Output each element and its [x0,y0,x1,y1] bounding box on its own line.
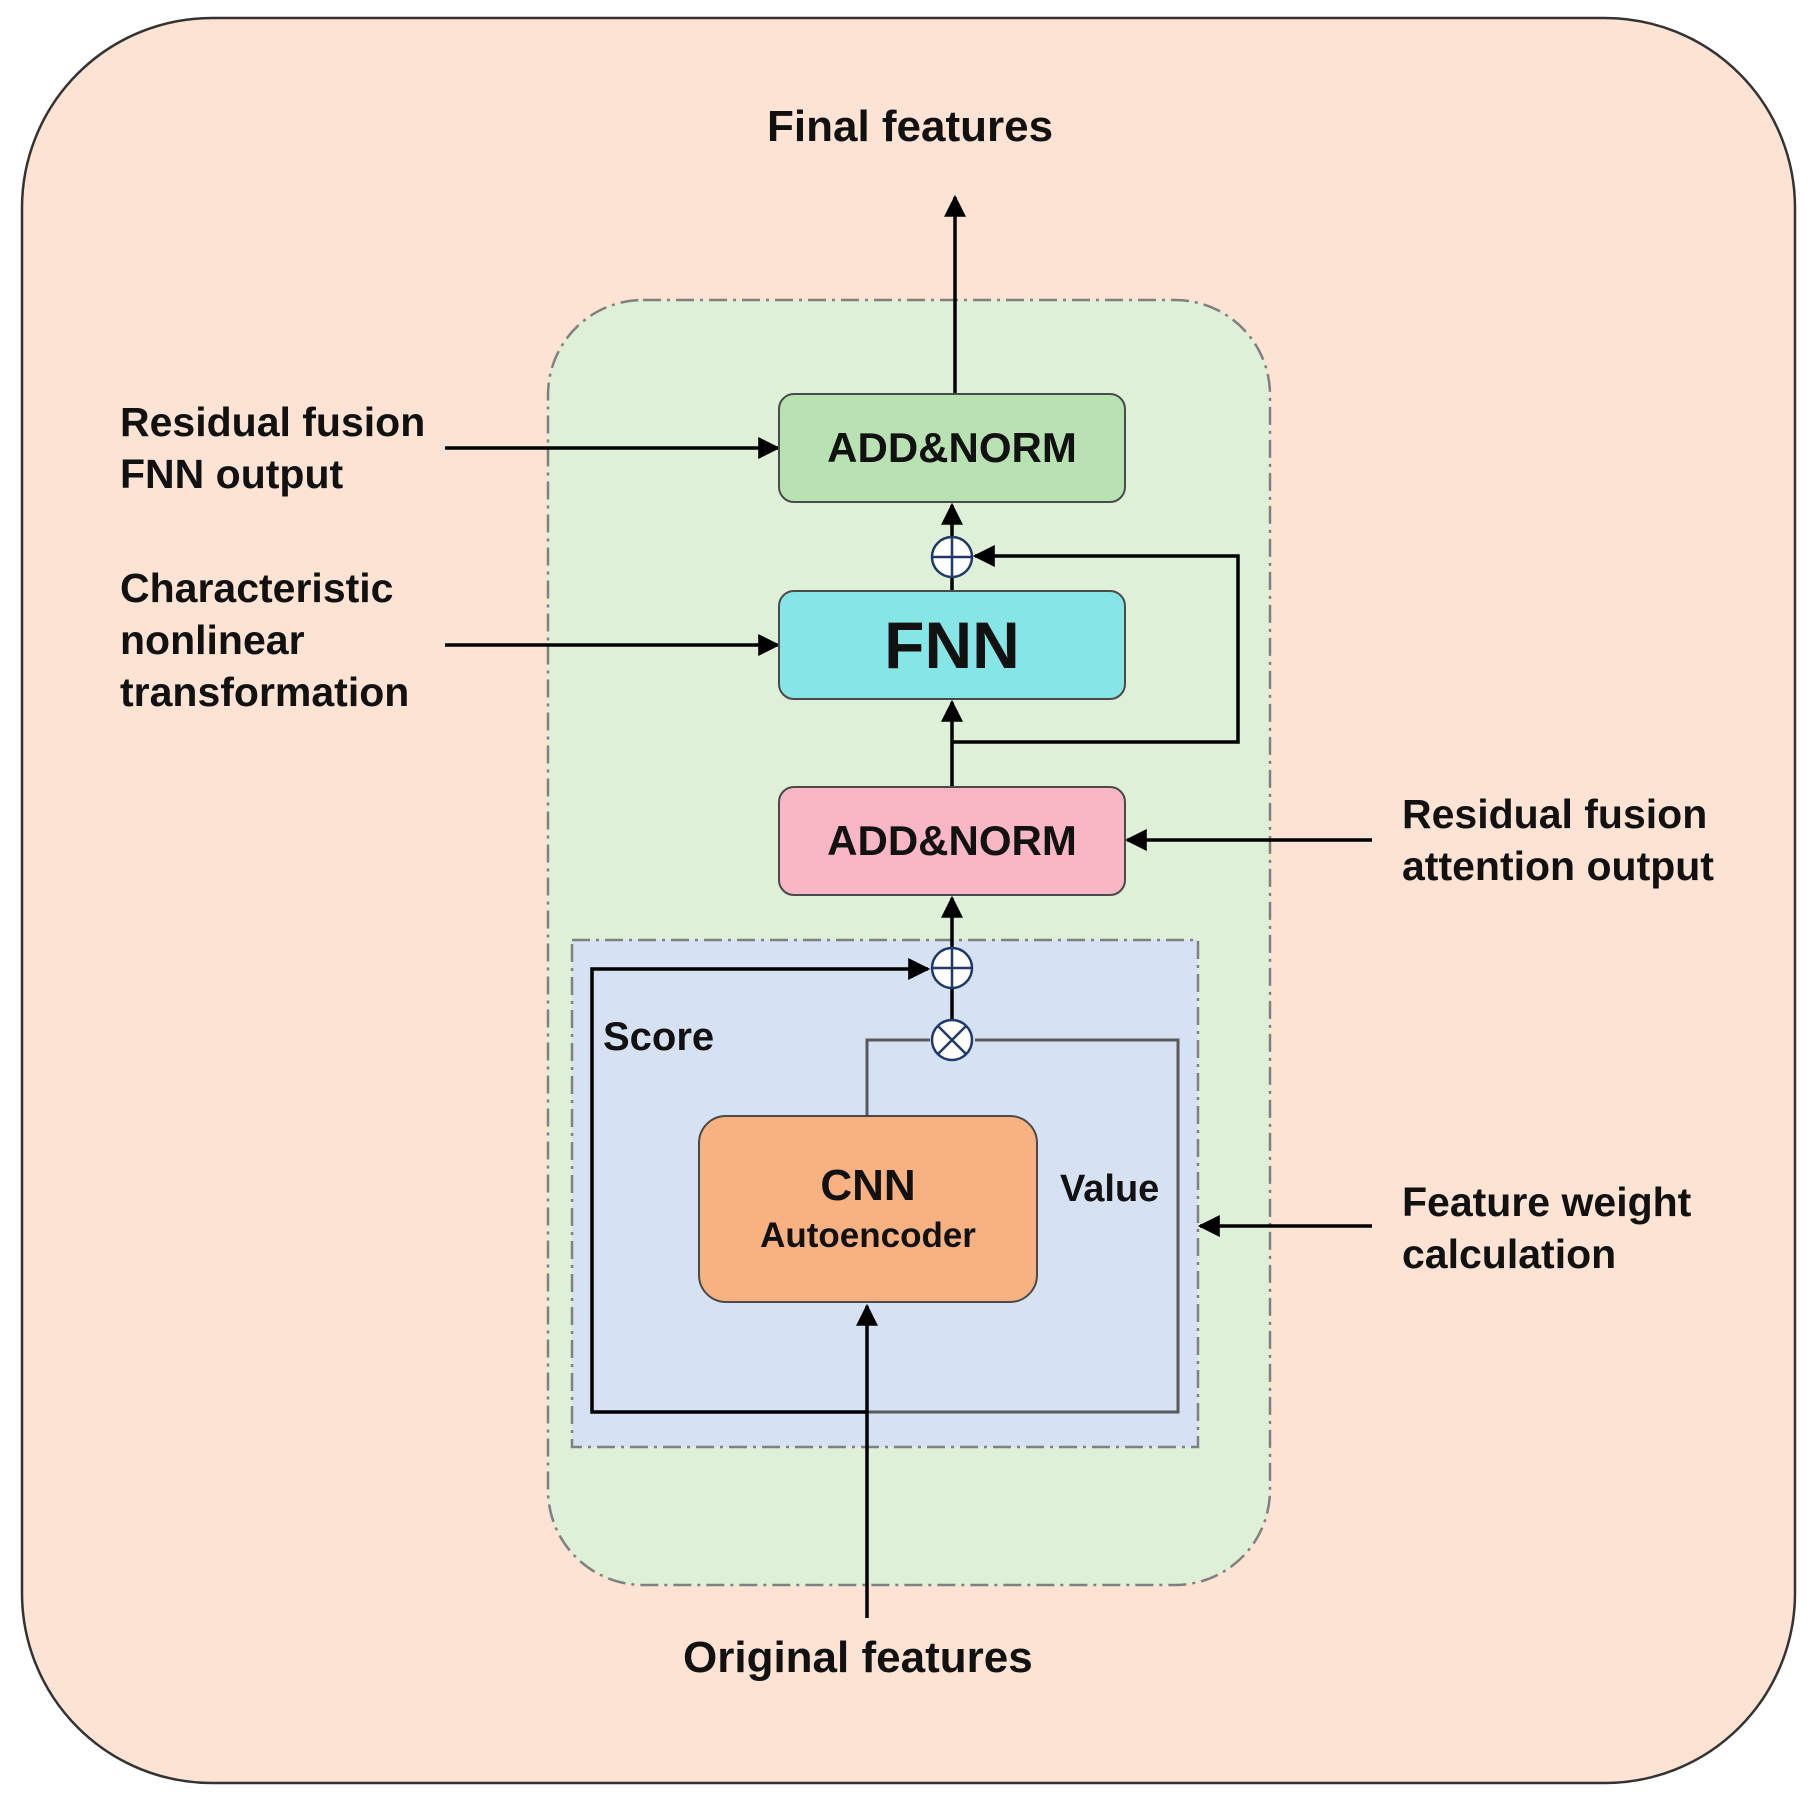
fnn-block: FNN [778,590,1126,700]
add-norm-top-block: ADD&NORM [778,393,1126,503]
residual-loop-fnn [952,545,1240,744]
residual-fnn-line-1: Residual fusion [120,399,426,445]
add-norm-bottom-label: ADD&NORM [827,817,1077,864]
add-norm-bottom-block: ADD&NORM [778,786,1126,896]
nonlinear-line-3: transformation [120,669,410,715]
fnn-label: FNN [884,608,1020,682]
cnn-subtitle: Autoencoder [760,1216,976,1255]
feature-weight-line-1: Feature weight [1402,1179,1692,1225]
original-features-label: Original features [683,1633,1033,1682]
feature-weight-line-2: calculation [1402,1231,1617,1277]
add-norm-top-label: ADD&NORM [827,424,1077,471]
residual-attention-line-1: Residual fusion [1402,791,1708,837]
add-node-bottom-icon [930,946,974,990]
residual-fnn-line-2: FNN output [120,451,344,497]
cnn-autoencoder-block: CNN Autoencoder [698,1115,1038,1303]
value-path [867,1038,1180,1414]
residual-attention-line-2: attention output [1402,843,1714,889]
score-label: Score [603,1015,715,1059]
score-path [590,958,931,1414]
residual-fusion-attention-label: Residual fusion attention output [1402,788,1714,892]
residual-fusion-fnn-label: Residual fusion FNN output [120,396,425,500]
feature-weight-label: Feature weight calculation [1402,1176,1691,1280]
nonlinear-line-2: nonlinear [120,617,305,663]
cnn-to-mul [865,1038,930,1115]
value-label: Value [1060,1168,1160,1210]
multiply-node-icon [930,1018,974,1062]
nonlinear-line-1: Characteristic [120,565,394,611]
nonlinear-transformation-label: Characteristic nonlinear transformation [120,562,409,718]
cnn-title: CNN [820,1161,916,1210]
add-node-top-icon [930,535,974,579]
final-features-label: Final features [767,102,1054,151]
